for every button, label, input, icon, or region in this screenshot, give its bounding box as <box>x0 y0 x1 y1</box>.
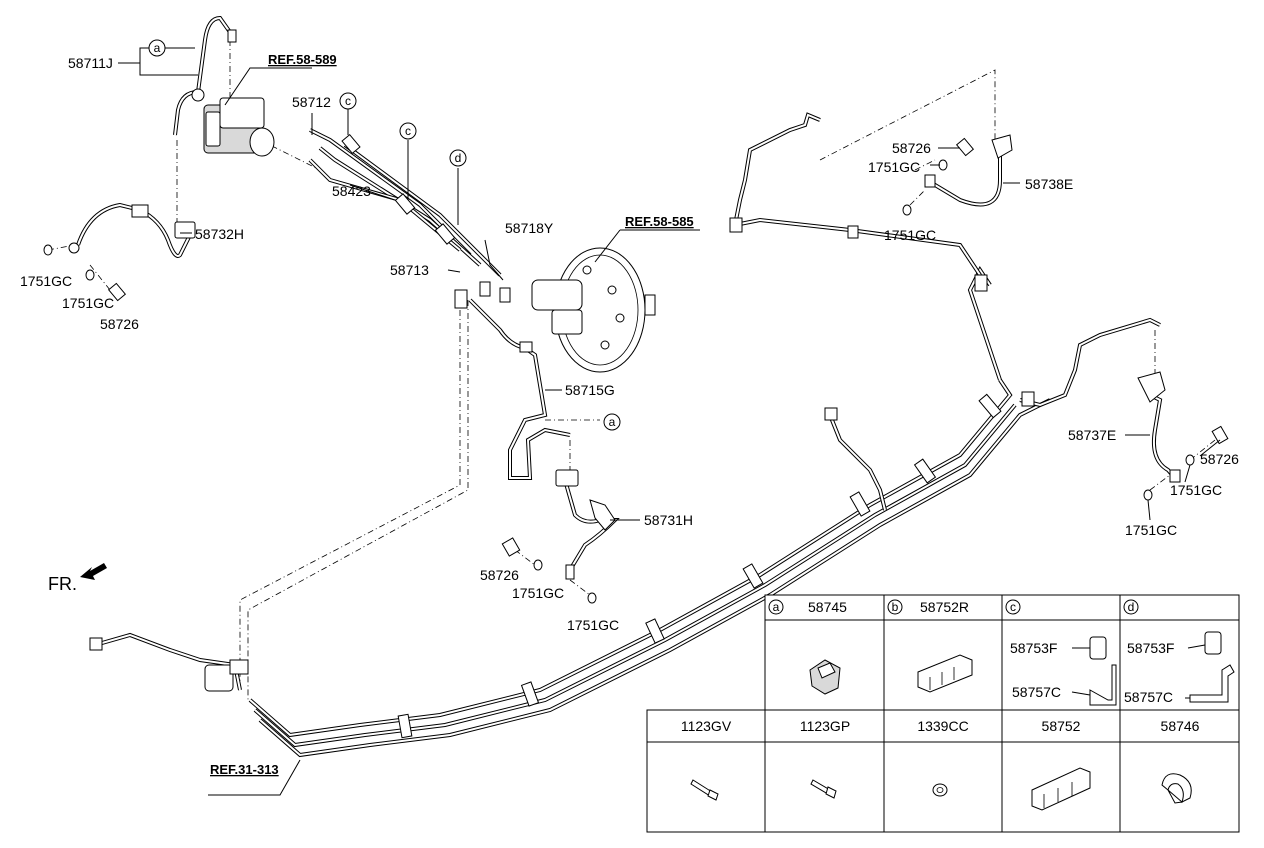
label-58712: 58712 <box>292 94 331 110</box>
svg-text:58753F: 58753F <box>1010 640 1057 656</box>
label-1751GC-left-b: 1751GC <box>62 295 114 311</box>
parts-table: a 58745 b 58752R c d 58753F 58757C <box>646 594 1240 833</box>
svg-text:d: d <box>455 151 462 165</box>
hose-58732H <box>43 202 196 302</box>
front-indicator: FR. <box>48 563 107 594</box>
label-58423: 58423 <box>332 183 371 199</box>
part-58752R-icon <box>917 654 973 693</box>
label-58711J: 58711J <box>68 55 113 71</box>
svg-text:a: a <box>154 41 161 55</box>
front-arrow-icon <box>80 563 107 580</box>
clip-58752-icon <box>1031 767 1091 811</box>
label-58732H: 58732H <box>195 226 244 242</box>
main-line-bundle-upper <box>308 128 511 309</box>
label-1751GC-rear-lower-a: 1751GC <box>1170 482 1222 498</box>
label-58715G: 58715G <box>565 382 615 398</box>
label-58737E: 58737E <box>1068 427 1116 443</box>
label-58726-rear-upper: 58726 <box>892 140 931 156</box>
bolt-1123GP-icon <box>810 779 837 799</box>
label-58726-left: 58726 <box>100 316 139 332</box>
svg-text:58757C: 58757C <box>1124 689 1173 705</box>
part-d-icons: 58753F 58757C <box>1124 631 1235 705</box>
svg-text:d: d <box>1128 600 1135 614</box>
table-1123GP: 1123GP <box>800 718 850 734</box>
table-header-c: c <box>1005 599 1021 615</box>
svg-text:58745: 58745 <box>808 599 847 615</box>
svg-text:c: c <box>1010 600 1016 614</box>
part-c-icons: 58753F 58757C <box>1010 636 1117 706</box>
ref-58-589[interactable]: REF.58-589 <box>268 52 337 67</box>
table-1339CC: 1339CC <box>917 718 968 734</box>
callout-c-first: c <box>339 92 357 110</box>
label-1751GC-rear-upper-a: 1751GC <box>868 159 920 175</box>
abs-module <box>173 15 275 157</box>
svg-text:c: c <box>405 124 411 138</box>
nut-1339CC-icon <box>932 783 948 797</box>
label-58726-rear-lower: 58726 <box>1200 451 1239 467</box>
hose-58737E <box>1137 371 1229 501</box>
ref-31-313[interactable]: REF.31-313 <box>210 762 279 777</box>
line-58715G <box>468 298 571 480</box>
label-58713: 58713 <box>390 262 429 278</box>
table-1123GV: 1123GV <box>681 718 732 734</box>
label-58726-front: 58726 <box>480 567 519 583</box>
leader-lines <box>118 47 1221 796</box>
callout-circles: a c c d a <box>148 39 621 431</box>
dashed-reference-lines <box>47 40 1216 700</box>
callout-d: d <box>449 149 467 167</box>
part-labels: 58711J REF.58-589 58712 58423 58732H 175… <box>20 52 1239 777</box>
svg-text:58757C: 58757C <box>1012 684 1061 700</box>
part-58745-icon <box>809 659 841 695</box>
svg-text:58752R: 58752R <box>920 599 969 615</box>
callout-c-second: c <box>399 122 417 140</box>
label-58731H: 58731H <box>644 512 693 528</box>
brake-booster <box>531 247 656 373</box>
label-1751GC-front-b: 1751GC <box>567 617 619 633</box>
table-header-b: b 58752R <box>887 599 969 615</box>
svg-text:a: a <box>773 600 780 614</box>
label-58738E: 58738E <box>1025 176 1073 192</box>
label-58718Y: 58718Y <box>505 220 554 236</box>
hose-58738E <box>902 134 1013 216</box>
table-header-d: d <box>1123 599 1139 615</box>
bolt-1123GV-icon <box>690 779 719 801</box>
svg-text:c: c <box>345 94 351 108</box>
label-1751GC-rear-lower-b: 1751GC <box>1125 522 1177 538</box>
front-label: FR. <box>48 574 77 594</box>
svg-text:58753F: 58753F <box>1127 640 1174 656</box>
callout-a-lower: a <box>603 413 621 431</box>
underbody-lines <box>89 112 1161 758</box>
clip-58746-icon <box>1161 773 1192 804</box>
label-1751GC-left-a: 1751GC <box>20 273 72 289</box>
ref-58-585[interactable]: REF.58-585 <box>625 214 694 229</box>
svg-text:b: b <box>892 600 899 614</box>
table-58746: 58746 <box>1161 718 1200 734</box>
table-58752: 58752 <box>1042 718 1081 734</box>
hose-58731H <box>501 469 620 604</box>
label-1751GC-front-a: 1751GC <box>512 585 564 601</box>
label-1751GC-rear-upper-b: 1751GC <box>884 227 936 243</box>
callout-a-top: a <box>148 39 166 57</box>
table-header-a: a 58745 <box>768 599 847 615</box>
svg-text:a: a <box>609 415 616 429</box>
